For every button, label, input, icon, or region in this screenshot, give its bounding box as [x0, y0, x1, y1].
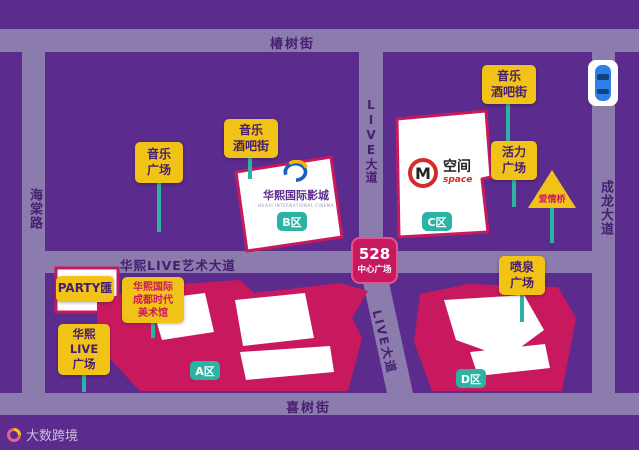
sign-party-hui: PARTY匯	[56, 276, 114, 302]
sign-huaxi-live-plaza: 华熙 LIVE 广场	[58, 324, 110, 375]
sign-art-museum: 华熙国际 成都时代 美术馆	[122, 277, 184, 323]
sign-line: 广场	[509, 275, 534, 290]
road-left	[22, 29, 45, 415]
watermark: 大数跨境	[6, 425, 78, 444]
cinema-name: 华熙国际影城	[263, 189, 329, 202]
road-right	[592, 29, 615, 415]
cinema-subtitle: HUAXI INTERNATIONAL CINEMA	[258, 203, 334, 208]
sign-line: 音乐	[146, 146, 171, 161]
sign-line: 广场	[501, 160, 526, 175]
stem-art-museum	[151, 322, 155, 338]
street-label-haitang: 海棠路	[27, 188, 42, 230]
sign-music-bar-street-left: 音乐 酒吧街	[224, 119, 278, 158]
building-zone-a-court-2	[235, 293, 314, 346]
street-label-chenglong: 成龙大道	[598, 180, 613, 236]
building-zone-d-court-2	[470, 344, 550, 376]
sign-fountain-plaza: 喷泉 广场	[499, 256, 545, 295]
road-live-upper	[359, 29, 383, 265]
road-live-lower	[361, 273, 413, 393]
car-icon	[586, 58, 620, 112]
stem-music-bar-left	[248, 157, 252, 179]
zone-badge-b: B区	[277, 212, 307, 231]
sign-line: 活力	[501, 144, 526, 159]
building-zone-d-court-1	[444, 295, 544, 358]
mspace-cn: 空间	[443, 159, 471, 176]
center-plaza-label: 中心广场	[357, 264, 392, 275]
mspace-circle-icon: M	[408, 158, 438, 188]
watermark-text: 大数跨境	[26, 429, 79, 444]
center-plaza-number: 528	[358, 245, 391, 264]
sign-vitality-plaza: 活力 广场	[491, 141, 537, 180]
stem-music-plaza	[157, 182, 161, 232]
stem-vitality-plaza	[512, 179, 516, 207]
sign-line: 酒吧街	[232, 138, 269, 153]
sign-love-bridge: 爱情桥	[528, 170, 576, 208]
zone-badge-c: C区	[422, 212, 452, 231]
sign-line: 美术馆	[138, 307, 168, 319]
cinema-logo: 华熙国际影城 HUAXI INTERNATIONAL CINEMA	[248, 159, 344, 208]
stem-music-bar-right	[506, 103, 510, 141]
sign-line: 酒吧街	[490, 84, 527, 99]
road-top	[0, 29, 639, 52]
mspace-logo: M 空间 space	[406, 156, 472, 190]
mspace-en: space	[443, 174, 473, 185]
sign-line: 华熙国际	[133, 281, 173, 293]
sign-line: 广场	[72, 356, 96, 371]
stem-huaxi-live-plaza	[82, 374, 86, 392]
street-label-art-avenue: 华熙LIVE艺术大道	[120, 258, 236, 273]
sign-line: 喷泉	[509, 259, 534, 274]
sign-line: 成都时代	[133, 294, 173, 306]
sign-line: 华熙	[72, 327, 96, 342]
street-label-xishu: 喜树街	[286, 401, 332, 416]
sign-line: PARTY匯	[57, 281, 113, 296]
sign-music-bar-street-right: 音乐 酒吧街	[482, 65, 536, 104]
sign-line: 音乐	[496, 68, 521, 83]
street-label-chunshu: 椿树街	[270, 37, 316, 52]
road-art-avenue	[45, 251, 592, 273]
zone-badge-a: A区	[190, 361, 220, 380]
sign-music-plaza: 音乐 广场	[135, 142, 183, 183]
watermark-logo-icon	[7, 427, 21, 442]
building-zone-a-court-3	[240, 346, 334, 380]
center-plaza-badge: 528 中心广场	[351, 237, 398, 284]
building-zone-c	[395, 109, 493, 239]
sign-line: 音乐	[238, 122, 263, 137]
road-bottom	[0, 393, 639, 415]
sign-line: 爱情桥	[538, 195, 566, 205]
sign-line: LIVE	[69, 342, 99, 357]
sign-line: 广场	[146, 162, 171, 177]
street-label-live-upper: LIVE大道	[364, 98, 378, 184]
zone-badge-d: D区	[456, 369, 486, 388]
stem-love-bridge	[550, 207, 554, 243]
stem-fountain-plaza	[520, 294, 524, 322]
mspace-m: M	[415, 164, 431, 183]
cinema-swirl-icon	[283, 159, 308, 182]
